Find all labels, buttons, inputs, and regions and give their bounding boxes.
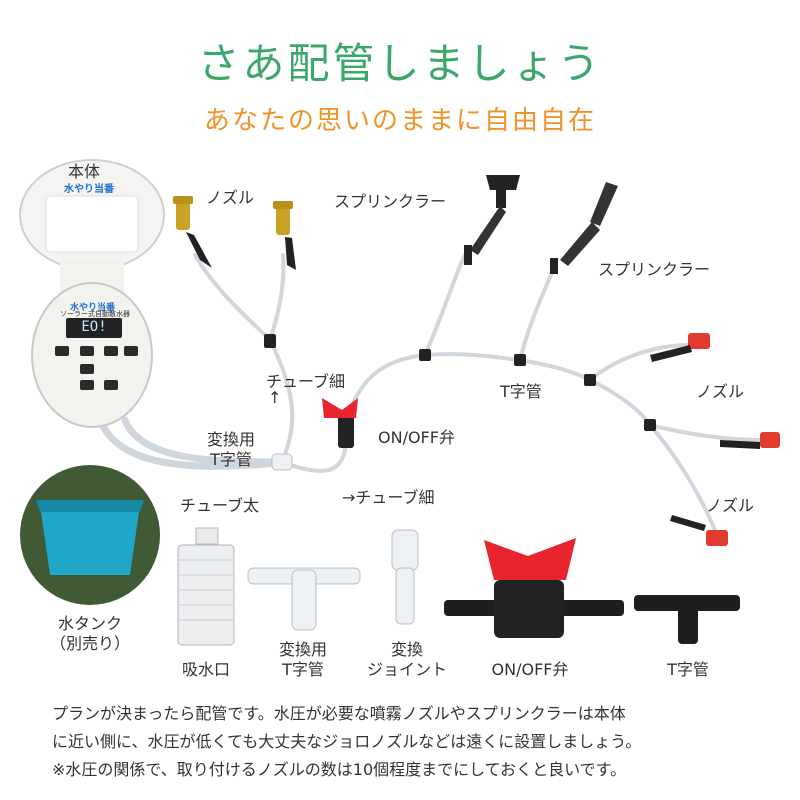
- tube-main-2: [423, 352, 522, 362]
- tube-sprinkler-2: [518, 263, 557, 362]
- tube-thin-from-t: [280, 438, 348, 473]
- controller-display-text: EO!: [81, 319, 107, 335]
- label-part-t-pipe: T字管: [667, 660, 709, 679]
- red-nozzles: [650, 333, 780, 546]
- footer-line-1: プランが決まったら配管です。水圧が必要な噴霧ノズルやスプリンクラーは本体: [52, 704, 626, 723]
- tube-nozzle-r2: [648, 423, 762, 442]
- label-joint: 変換 ジョイント: [352, 640, 462, 680]
- label-sprinkler-1: スプリンクラー: [334, 192, 447, 211]
- label-nozzle-right-2: ノズル: [706, 496, 755, 515]
- water-tank-photo: [20, 465, 160, 605]
- valve-diagram: [322, 398, 358, 448]
- label-conversion-t: 変換用 T字管: [196, 430, 266, 470]
- t-joint-3: [584, 374, 596, 386]
- label-valve: ON/OFF弁: [378, 428, 455, 447]
- label-joint-line1: 変換: [390, 640, 423, 659]
- tube-nozzle-r1: [588, 343, 692, 382]
- t-joint-1: [419, 349, 431, 361]
- t-joint-left: [264, 334, 276, 348]
- tube-network: [96, 248, 762, 532]
- tank-body: [40, 505, 140, 575]
- t-joint-4: [644, 419, 656, 431]
- label-tube-thin-2: →チューブ細: [342, 488, 435, 507]
- label-suction: 吸水口: [181, 660, 230, 679]
- suction-filter-part: [177, 527, 235, 646]
- tube-main-4: [588, 378, 652, 427]
- label-water-tank: 水タンク （別売り）: [40, 614, 140, 654]
- tube-main-1: [344, 353, 427, 422]
- label-part-conversion-t-line2: T字管: [282, 660, 324, 679]
- tube-thin-up: [268, 338, 295, 464]
- tube-nozzle-left-a: [193, 253, 272, 342]
- label-t-pipe: T字管: [500, 382, 542, 401]
- label-tube-thin-1: チューブ細: [266, 372, 346, 391]
- controller-label: 本体: [68, 162, 101, 181]
- valve-part: [444, 538, 624, 638]
- label-part-conversion-t-line1: 変換用: [278, 640, 327, 659]
- label-nozzle-right-1: ノズル: [696, 382, 745, 401]
- label-water-tank-line1: 水タンク: [57, 614, 122, 633]
- t-pipe-part: [634, 595, 740, 644]
- conversion-joint-part: [391, 529, 419, 625]
- label-part-valve: ON/OFF弁: [491, 660, 569, 679]
- footer-line-3: ※水圧の関係で、取り付けるノズルの数は10個程度までにしておくと良いです。: [52, 760, 627, 779]
- label-conversion-t-line2: T字管: [210, 450, 252, 469]
- tube-thick: [96, 416, 284, 470]
- lid-badge: 水やり当番: [64, 184, 114, 195]
- t-joints: [264, 334, 656, 431]
- controller-display: [66, 318, 122, 338]
- page-subtitle: あなたの思いのままに自由自在: [203, 106, 596, 136]
- footer-description: プランが決まったら配管です。水圧が必要な噴霧ノズルやスプリンクラーは本体 に近い…: [52, 700, 762, 784]
- label-water-tank-line2: （別売り）: [49, 634, 130, 653]
- t-joint-2: [514, 354, 526, 366]
- conversion-t-joint: [271, 453, 293, 471]
- tube-sprinkler-1: [423, 248, 470, 357]
- controller-unit: [19, 159, 165, 428]
- brass-nozzles: [173, 196, 296, 270]
- sprinklers: [464, 175, 618, 274]
- label-tube-thick: チューブ太: [180, 496, 260, 515]
- panel-caption: ソーラー式自動散水器: [60, 310, 130, 318]
- label-joint-line2: ジョイント: [366, 660, 447, 679]
- lid-instruction-sheet: [45, 195, 139, 253]
- tube-main-3: [518, 358, 592, 382]
- page-title: さあ配管しましょう: [197, 39, 603, 88]
- tube-nozzle-r3: [648, 423, 717, 532]
- label-conversion-t-line1: 変換用: [206, 430, 255, 449]
- label-tube-thin-arrow: ↑: [268, 388, 282, 407]
- conversion-t-part: [247, 567, 361, 631]
- label-nozzle-left: ノズル: [206, 188, 255, 207]
- label-part-conversion-t: 変換用 T字管: [268, 640, 338, 680]
- footer-line-2: に近い側に、水圧が低くても大丈夫なジョロノズルなどは遠くに設置しましょう。: [52, 732, 642, 751]
- label-sprinkler-2: スプリンクラー: [598, 260, 711, 279]
- panel-badge: 水やり当番: [70, 303, 116, 313]
- tube-nozzle-left-b: [268, 253, 286, 342]
- tube-thick-2: [121, 416, 286, 466]
